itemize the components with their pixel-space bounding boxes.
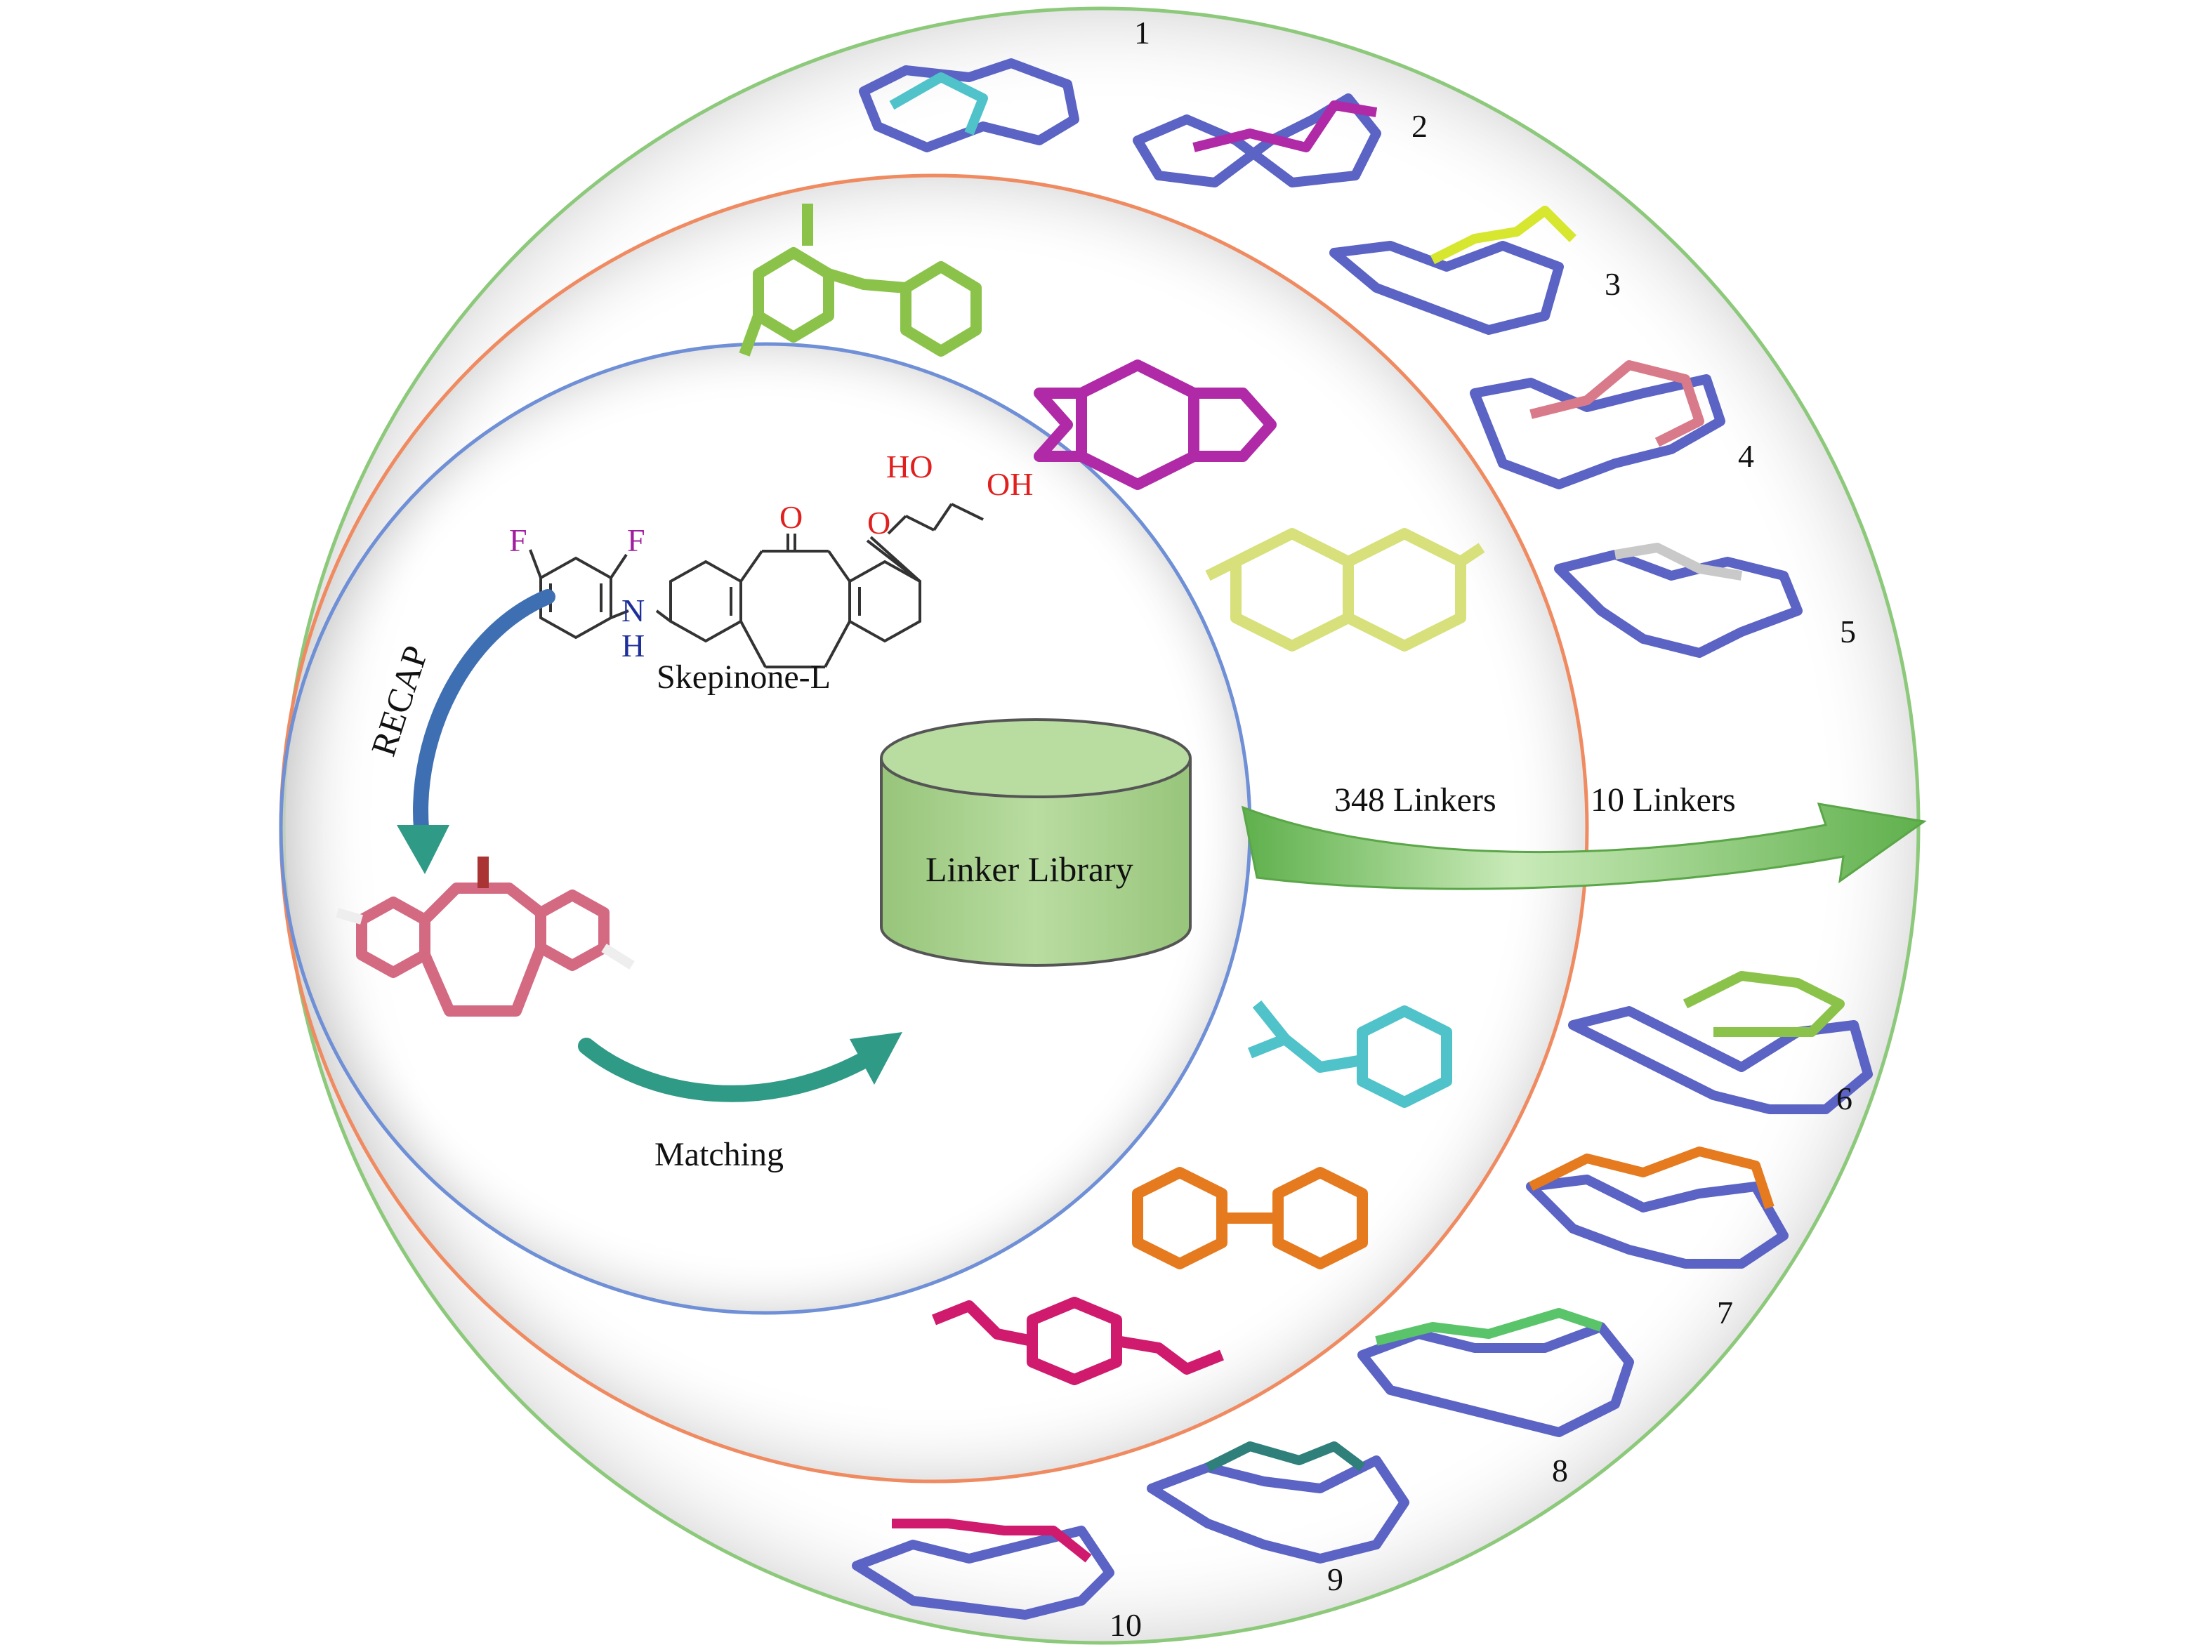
matching-arrow: Matching [578,1032,902,1173]
candidate-number-2: 2 [1411,108,1428,144]
candidate-10 [852,1519,1114,1620]
candidate-5 [1554,543,1803,658]
outer-count-label: 10 Linkers [1591,781,1736,819]
linker-fragment-cyan [1248,1000,1452,1108]
linker-fragments [739,204,1485,1385]
fluorine-label-1: F [509,522,527,558]
candidate-number-6: 6 [1836,1081,1852,1116]
skepinone-l-atom-labels: F F N H O O HO OH [509,449,1033,663]
candidate-9 [1147,1441,1409,1564]
linker-fragment-green [739,204,982,357]
candidate-number-5: 5 [1840,614,1856,649]
nitrogen-label: N [621,593,645,628]
recap-fragment [336,857,635,1017]
candidate-7 [1526,1147,1789,1269]
fluorine-label-2: F [627,522,645,558]
linker-fragment-yellow [1205,528,1485,652]
candidate-number-4: 4 [1738,438,1754,474]
candidate-number-1: 1 [1134,15,1150,51]
ether-oxygen-label: O [867,505,890,541]
candidate-number-9: 9 [1327,1561,1343,1597]
flow-arrow: 348 Linkers 10 Linkers [1241,781,1927,890]
candidate-number-8: 8 [1552,1453,1568,1488]
candidate-8 [1357,1308,1634,1437]
candidate-number-10: 10 [1110,1607,1142,1643]
candidate-overlays [852,58,1873,1620]
linker-library-cylinder: Linker Library [880,718,1192,967]
ketone-oxygen-label: O [779,499,803,535]
candidate-3 [1329,206,1576,335]
candidate-6 [1568,971,1873,1114]
candidate-1 [859,58,1079,152]
hydrogen-label: H [621,628,645,663]
candidate-number-7: 7 [1717,1295,1733,1330]
linker-fragment-magenta [1034,359,1277,490]
candidate-number-3: 3 [1605,266,1621,302]
molecule-name: Skepinone-L [657,659,831,696]
candidate-numbers: 1 2 3 4 5 6 7 8 9 10 [1110,15,1856,1643]
flow-arrow-body [1241,802,1927,890]
candidate-4 [1470,360,1725,489]
inner-ring-shadow [282,345,1249,1311]
candidate-2 [1133,93,1381,187]
matching-label: Matching [654,1136,784,1173]
skepinone-l-structure [529,503,984,668]
library-label: Linker Library [926,850,1133,889]
hydroxyl-label-2: OH [987,466,1033,502]
inner-count-label: 348 Linkers [1334,781,1496,819]
linker-fragment-crimson [932,1297,1224,1385]
linker-fragment-orange [1132,1167,1368,1269]
hydroxyl-label-1: HO [886,449,933,484]
